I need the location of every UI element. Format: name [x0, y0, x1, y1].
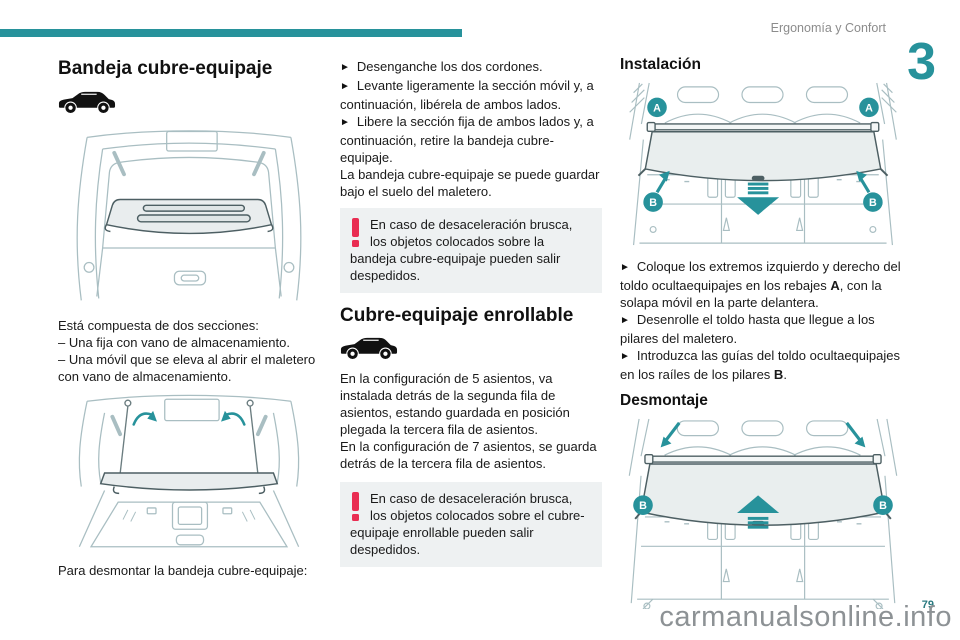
step-text: , con la solapa móvil en la parte delant…: [620, 278, 882, 310]
chapter-number: 3: [907, 33, 936, 91]
list-item-mobile-section: – Una móvil que se eleva al abrir el mal…: [58, 352, 316, 384]
chevron-down-arrow-icon: [737, 182, 780, 215]
config-7-seats-text: En la configuración de 7 asientos, se gu…: [340, 439, 597, 471]
section-heading-roller-cover: Cubre-equipaje enrollable: [340, 305, 574, 326]
bullet-arrow-icon: ►: [620, 262, 630, 273]
column-middle: ►Desenganche los dos cordones. ►Levante …: [340, 58, 602, 567]
column-left: Bandeja cubre-equipaje: [58, 58, 320, 579]
watermark-text: carmanualsonline.info: [659, 601, 952, 633]
ref-label: A: [830, 278, 840, 293]
step-text: Desenganche los dos cordones.: [356, 59, 543, 74]
car-side-icon: [340, 337, 398, 360]
step-item: ►Libere la sección fija de ambos lados y…: [340, 113, 602, 166]
warning-box: En caso de desaceleración brusca, los ob…: [340, 208, 602, 293]
page-number: 79: [921, 599, 934, 611]
svg-text:B: B: [639, 500, 647, 512]
section-title: Ergonomía y Confort: [770, 21, 886, 35]
step-text: Levante ligeramente la sección móvil y, …: [340, 78, 594, 112]
step-item: ►Introduzca las guías del toldo ocultaeq…: [620, 347, 908, 383]
curved-arrow-icon: [132, 412, 246, 426]
page-title: Bandeja cubre-equipaje: [58, 58, 273, 79]
bullet-arrow-icon: ►: [620, 315, 630, 326]
step-text: .: [783, 367, 787, 382]
heading-removal: Desmontaje: [620, 392, 708, 409]
step-text: Introduzca las guías del toldo ocultaequ…: [620, 348, 900, 382]
removal-illustration: B B: [628, 418, 898, 609]
bullet-arrow-icon: ►: [620, 351, 630, 362]
step-text: Desenrolle el toldo hasta que llegue a l…: [620, 312, 875, 346]
list-item-fixed-section: – Una fija con vano de almacenamiento.: [58, 335, 290, 350]
svg-text:B: B: [869, 197, 877, 209]
label-b-badge: B B: [643, 192, 883, 212]
svg-text:B: B: [879, 500, 887, 512]
bullet-arrow-icon: ►: [340, 117, 350, 128]
svg-text:A: A: [865, 102, 873, 114]
install-illustration: A A B B: [629, 82, 897, 246]
note-text: La bandeja cubre-equipaje se puede guard…: [340, 167, 600, 199]
bullet-arrow-icon: ►: [340, 62, 350, 73]
shelf-removal-illustration: [78, 394, 300, 548]
car-side-icon: [58, 91, 116, 114]
column-right: Instalación: [620, 55, 908, 609]
trunk-shelf-illustration: [76, 130, 302, 301]
step-item: ►Coloque los extremos izquierdo y derech…: [620, 258, 908, 311]
exclamation-icon: [352, 492, 359, 522]
bullet-arrow-icon: ►: [340, 81, 350, 92]
outro-text: Para desmontar la bandeja cubre-equipaje…: [58, 563, 308, 578]
chevron-up-arrow-icon: [737, 495, 780, 529]
step-item: ►Levante ligeramente la sección móvil y,…: [340, 77, 602, 113]
config-5-seats-text: En la configuración de 5 asientos, va in…: [340, 371, 570, 437]
warning-text: En caso de desaceleración brusca, los ob…: [350, 491, 585, 557]
step-item: ► Desenganche los dos cordones.: [340, 58, 602, 77]
step-text: Coloque los extremos izquierdo y derecho…: [620, 259, 901, 293]
label-b-badge: B B: [633, 495, 893, 515]
svg-text:A: A: [653, 102, 661, 114]
step-item: ►Desenrolle el toldo hasta que llegue a …: [620, 311, 908, 347]
label-a-badge: A A: [647, 97, 879, 118]
arrow-down-to-recess-icon: [660, 421, 866, 448]
svg-text:B: B: [649, 197, 657, 209]
warning-box: En caso de desaceleración brusca, los ob…: [340, 482, 602, 567]
ref-label: B: [773, 367, 784, 382]
exclamation-icon: [352, 218, 359, 248]
heading-installation: Instalación: [620, 56, 701, 73]
warning-text: En caso de desaceleración brusca, los ob…: [350, 217, 573, 283]
header-accent-bar: [0, 29, 462, 37]
step-text: Libere la sección fija de ambos lados y,…: [340, 114, 594, 165]
arrow-up-to-rail-icon: [655, 170, 871, 194]
intro-text: Está compuesta de dos secciones:: [58, 318, 259, 333]
